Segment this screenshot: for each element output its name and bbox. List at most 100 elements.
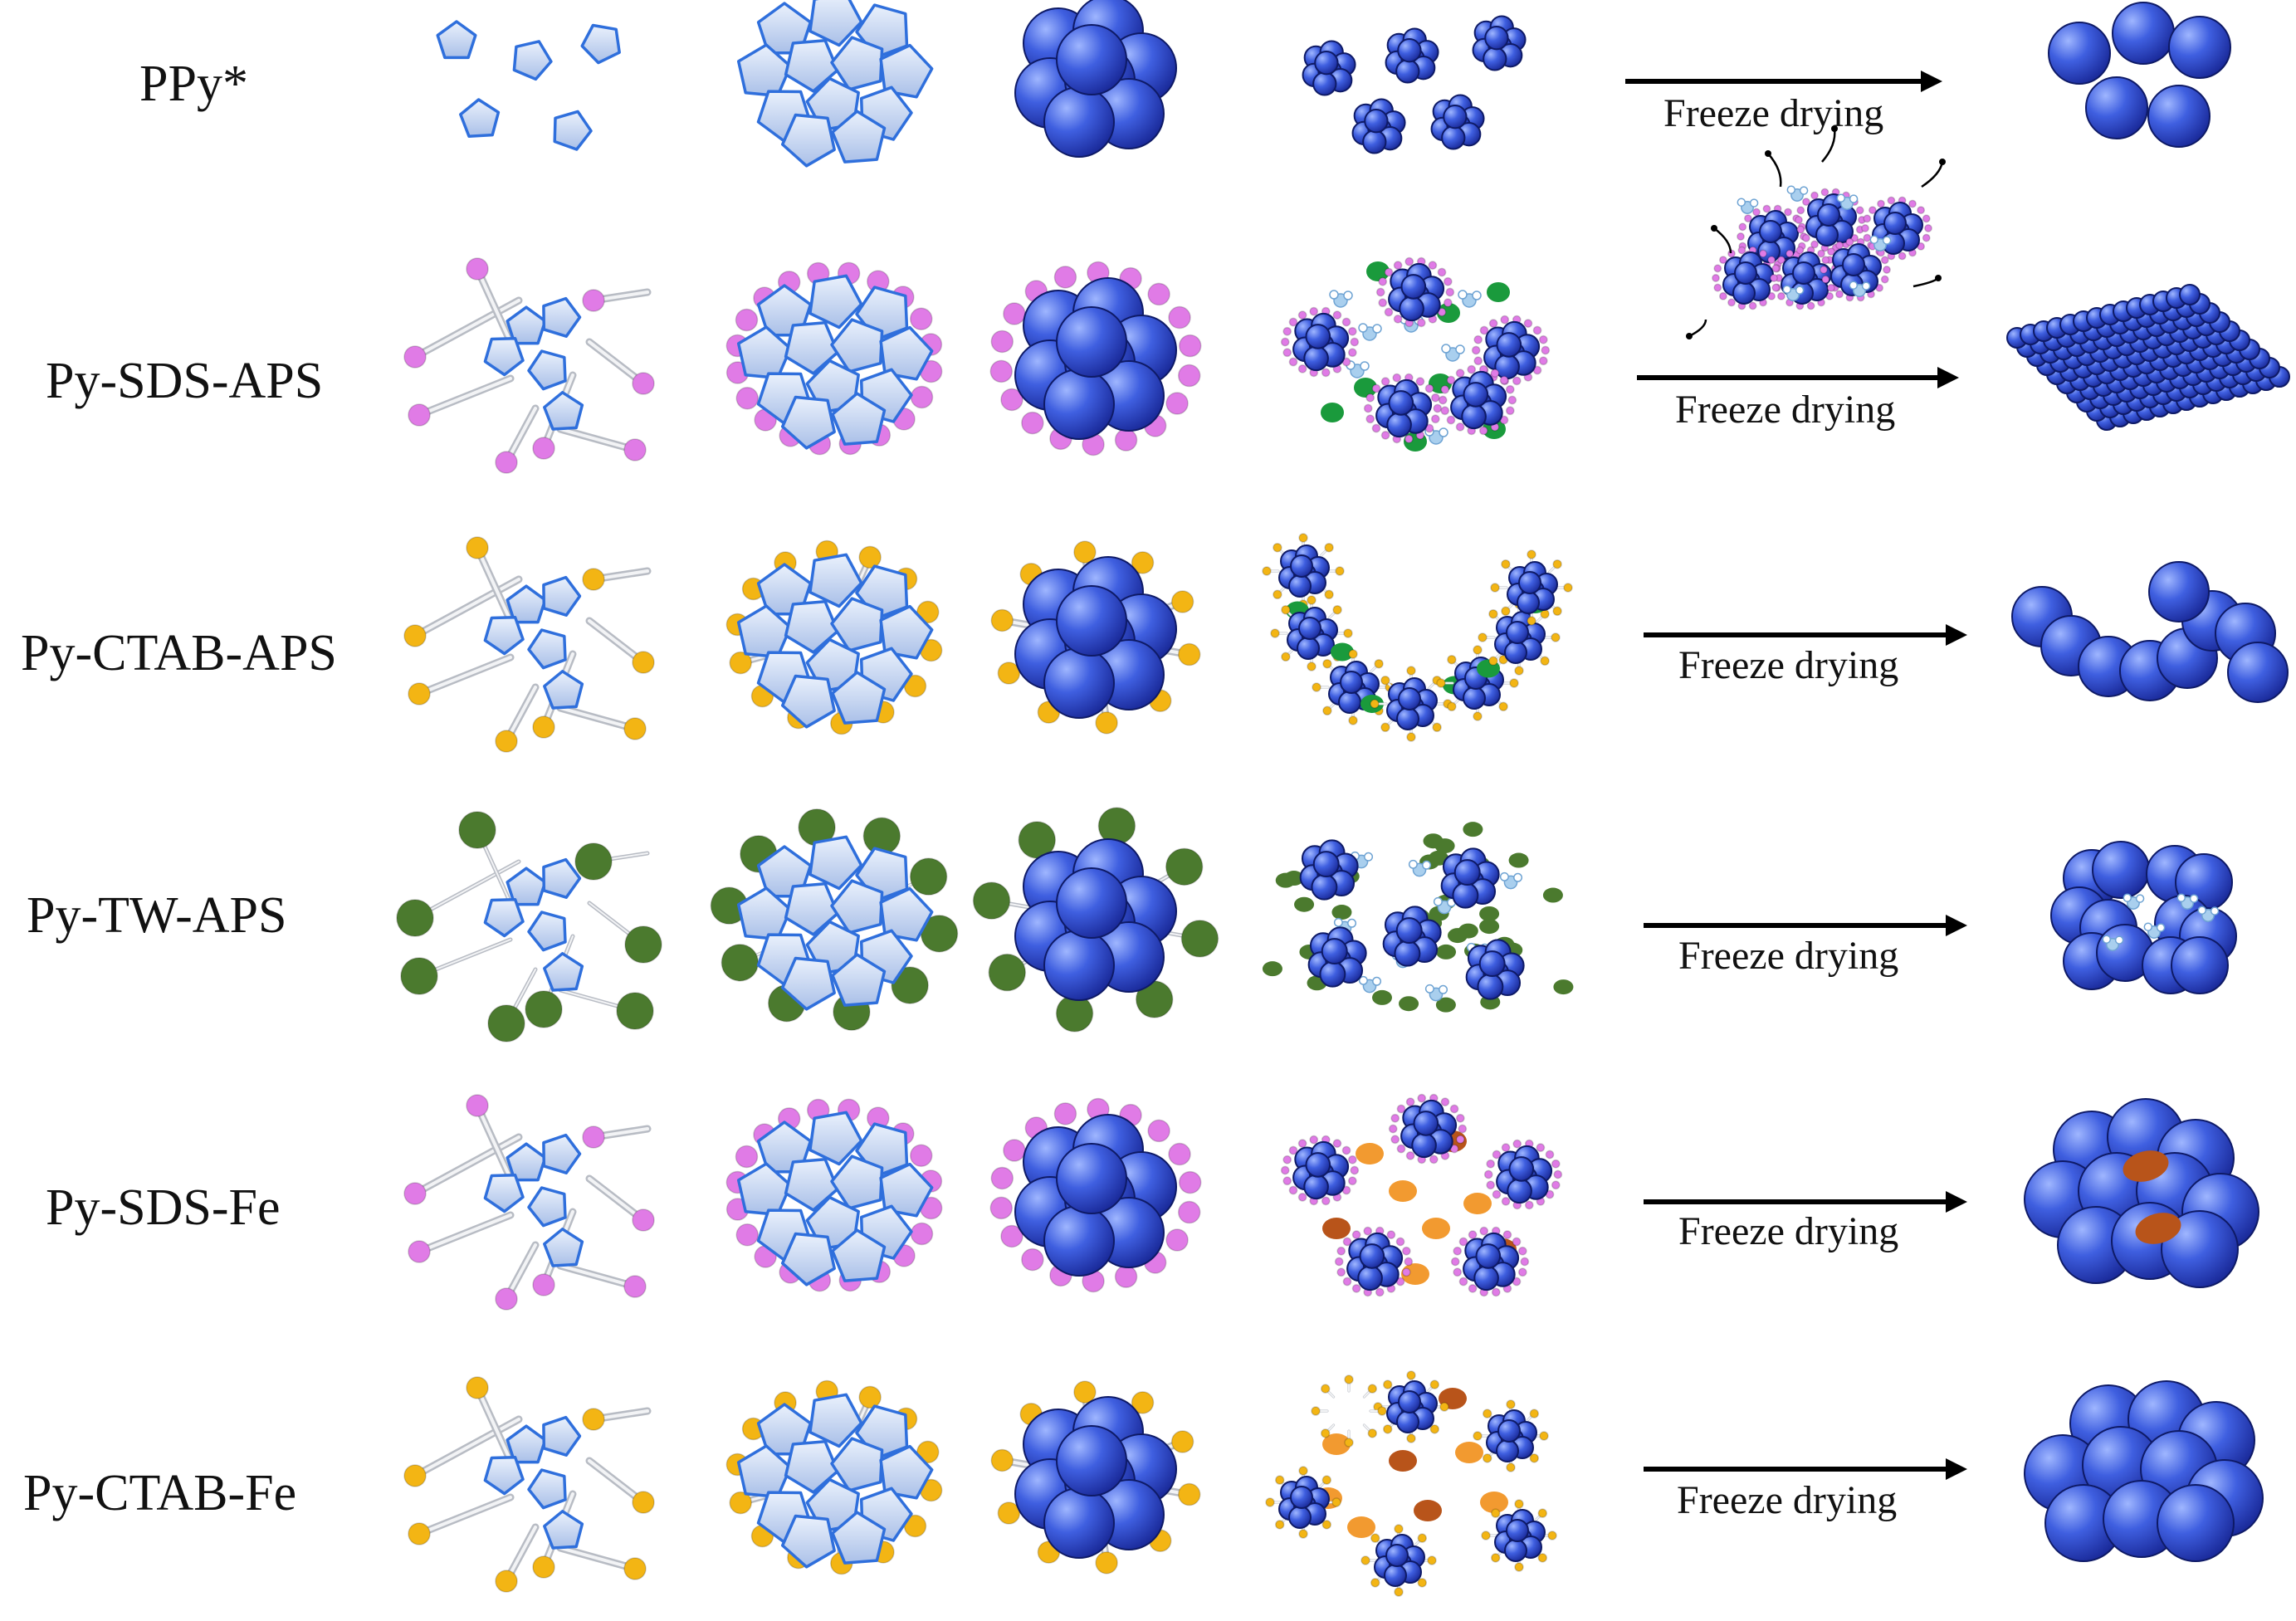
ice-crystal-icon bbox=[1849, 281, 1871, 297]
ice-crystal-icon bbox=[1433, 896, 1457, 915]
polymer-sphere-icon bbox=[1319, 960, 1346, 988]
surfactant-head-icon bbox=[1342, 1237, 1352, 1247]
surfactant-head-icon bbox=[1371, 383, 1381, 393]
surfactant-head-icon bbox=[1924, 224, 1932, 232]
ice-crystal-icon bbox=[1346, 360, 1370, 378]
polymer-sphere-icon bbox=[2148, 561, 2210, 623]
surfactant-head-icon bbox=[1551, 1159, 1561, 1169]
surfactant-head-icon bbox=[1826, 283, 1835, 292]
surfactant-head-icon bbox=[1738, 222, 1747, 232]
surfactant-head-icon bbox=[1743, 214, 1752, 223]
surfactant-head-icon bbox=[532, 437, 555, 460]
surfactant-head-icon bbox=[1806, 301, 1815, 310]
surfactant-head-icon bbox=[1177, 642, 1201, 666]
surfactant-head-icon bbox=[1501, 606, 1511, 617]
surfactant-head-icon bbox=[1390, 1113, 1400, 1123]
surfactant-head-icon bbox=[1514, 1499, 1524, 1509]
surfactant-head-icon bbox=[1165, 1228, 1189, 1252]
surfactant-head-icon bbox=[989, 1196, 1014, 1220]
surfactant-head-icon bbox=[1280, 1165, 1290, 1175]
surfactant-head-icon bbox=[1541, 345, 1551, 355]
surfactant-head-icon bbox=[1288, 1185, 1298, 1195]
polymer-sphere-icon bbox=[1297, 637, 1320, 660]
polymer-sphere-icon bbox=[1314, 51, 1339, 76]
row-label-py-tw-aps: Py-TW-APS bbox=[27, 887, 287, 944]
surfactant-head-icon bbox=[1394, 1587, 1404, 1597]
pyrrole-monomer-icon bbox=[506, 1424, 547, 1464]
surfactant-head-icon bbox=[1473, 1431, 1483, 1441]
surfactant-head-icon bbox=[396, 899, 434, 937]
surfactant-head-icon bbox=[1429, 1379, 1440, 1389]
ice-crystal-icon bbox=[2123, 893, 2145, 910]
surfactant-head-icon bbox=[1394, 1524, 1404, 1534]
stage-monomers-py-ctab-fe bbox=[403, 1376, 655, 1593]
stage-polymer-py-ctab-aps bbox=[990, 540, 1201, 735]
polymer-sphere-icon bbox=[1732, 281, 1756, 305]
polymer-sphere-icon bbox=[1298, 617, 1321, 640]
polymer-sphere-icon bbox=[1288, 1506, 1312, 1529]
pyrrole-monomer-icon bbox=[506, 305, 547, 345]
oxidant-particle-icon bbox=[1322, 1218, 1351, 1239]
polymer-sphere-icon bbox=[1463, 686, 1486, 710]
polymer-sphere-icon bbox=[1452, 881, 1479, 909]
surfactant-head-icon bbox=[1432, 722, 1442, 733]
surfactant-head-icon bbox=[1482, 1453, 1492, 1463]
surfactant-head-icon bbox=[1351, 1284, 1361, 1293]
pyrrole-monomer-icon bbox=[542, 857, 582, 899]
surfactant-head-icon bbox=[1375, 1287, 1385, 1297]
ice-crystal-icon bbox=[2176, 893, 2199, 910]
surfactant-head-icon bbox=[1320, 1428, 1331, 1438]
surfactant-head-icon bbox=[1471, 345, 1481, 355]
surfactant-head-icon bbox=[1488, 656, 1498, 666]
oxidant-particle-icon bbox=[1331, 642, 1354, 662]
surfactant-head-icon bbox=[495, 730, 518, 753]
polymer-sphere-icon bbox=[1483, 46, 1507, 71]
surfactant-head-icon bbox=[1713, 283, 1722, 292]
surfactant-head-icon bbox=[1170, 590, 1194, 613]
surfactant-head-icon bbox=[1524, 1200, 1534, 1210]
surfactant-head-icon bbox=[1436, 944, 1457, 959]
surfactant-head-icon bbox=[1003, 1139, 1026, 1162]
ice-crystal-icon bbox=[1358, 975, 1382, 994]
surfactant-head-icon bbox=[1821, 256, 1830, 265]
polymer-sphere-icon bbox=[2147, 85, 2211, 148]
polymer-sphere-icon bbox=[1413, 1111, 1439, 1136]
polymer-sphere-icon bbox=[1496, 332, 1522, 358]
surfactant-head-icon bbox=[1539, 1431, 1549, 1441]
surfactant-head-icon bbox=[1168, 305, 1191, 330]
surfactant-head-icon bbox=[910, 1222, 934, 1246]
polymer-sphere-icon bbox=[1398, 1390, 1421, 1413]
polymer-sphere-icon bbox=[2048, 22, 2111, 85]
surfactant-head-icon bbox=[574, 842, 613, 881]
ice-crystal-icon bbox=[1329, 290, 1353, 308]
surfactant-head-icon bbox=[1147, 282, 1170, 306]
pyrrole-monomer-icon bbox=[830, 318, 884, 374]
surfactant-head-icon bbox=[1177, 364, 1201, 388]
surfactant-head-icon bbox=[1922, 214, 1931, 223]
surfactant-head-icon bbox=[1378, 276, 1388, 286]
arrow-icon bbox=[1644, 1458, 1967, 1480]
pyrrole-monomer-icon bbox=[831, 1511, 887, 1565]
surfactant-head-icon bbox=[1767, 256, 1776, 265]
stage-polymer-py-sds-aps bbox=[989, 261, 1202, 457]
polymer-sphere-icon bbox=[1043, 369, 1115, 440]
surfactant-head-icon bbox=[1375, 287, 1385, 297]
surfactant-head-icon bbox=[1341, 1145, 1351, 1155]
surfactant-head-icon bbox=[1759, 249, 1767, 258]
polymer-sphere-icon bbox=[1386, 412, 1412, 438]
surfactant-head-icon bbox=[1795, 216, 1803, 224]
surfactant-head-icon bbox=[1784, 208, 1792, 217]
surfactant-head-icon bbox=[1501, 559, 1511, 569]
stage-dispersion-py-ctab-aps bbox=[1262, 533, 1573, 742]
surfactant-head-icon bbox=[1399, 996, 1419, 1012]
surfactant-head-icon bbox=[1298, 1466, 1308, 1476]
surfactant-head-icon bbox=[1473, 356, 1483, 366]
surfactant-head-icon bbox=[1481, 1531, 1491, 1540]
surfactant-head-icon bbox=[1363, 403, 1373, 413]
surfactant-head-icon bbox=[858, 545, 882, 569]
surfactant-head-icon bbox=[1499, 375, 1509, 385]
surfactant-head-icon bbox=[1821, 275, 1830, 284]
pyrrole-monomer-icon bbox=[542, 296, 582, 338]
surfactant-head-icon bbox=[1505, 406, 1515, 416]
surfactant-head-icon bbox=[1347, 326, 1357, 336]
